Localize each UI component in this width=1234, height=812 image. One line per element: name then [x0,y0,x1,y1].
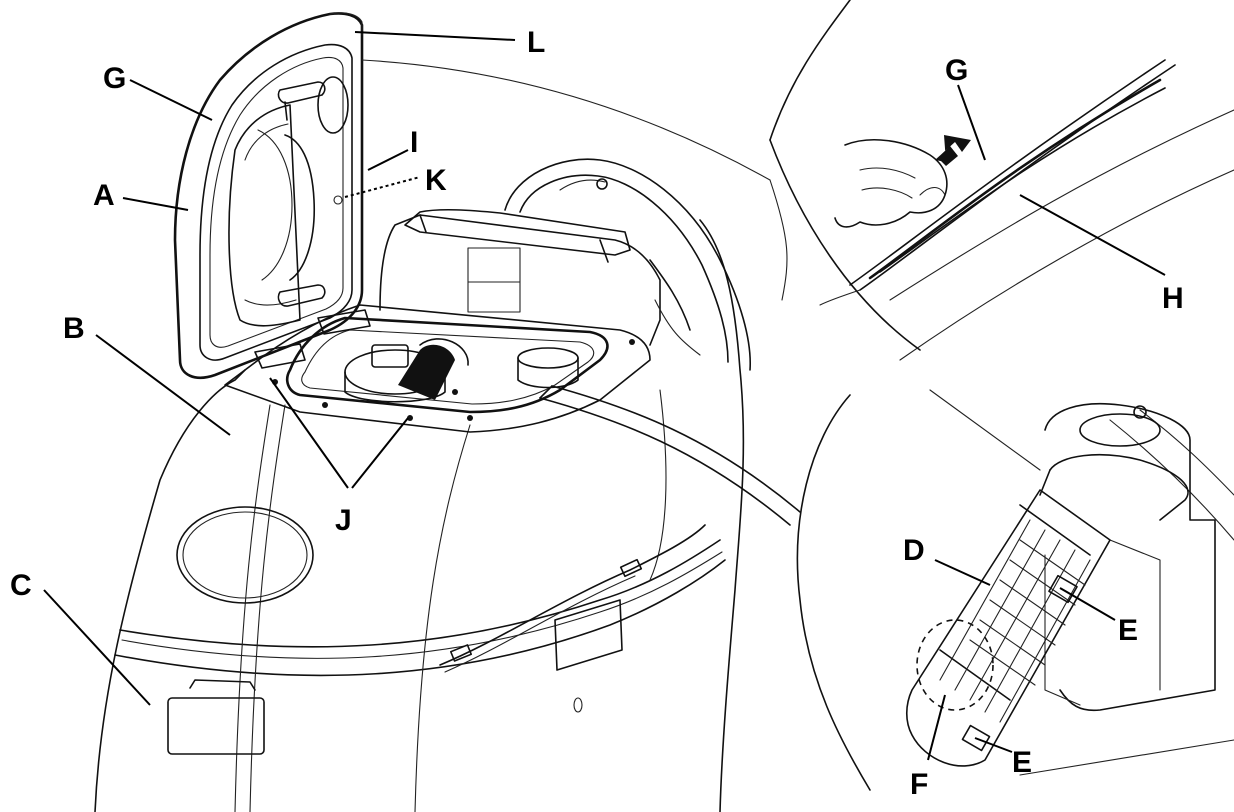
background-lines [361,59,788,301]
label-e-lower: E [1012,746,1032,779]
filter-cartridge-icon [905,489,1111,767]
label-d: D [903,534,925,567]
label-h: H [1162,282,1184,315]
label-g-main: G [103,62,126,95]
hose-ring [504,158,752,371]
open-lid [173,12,364,380]
label-i: I [410,126,418,159]
drain-hose [539,385,801,526]
machine-body [94,219,745,812]
label-g-inset: G [945,54,968,87]
top-deck [224,304,651,433]
label-a: A [93,179,115,212]
rear-tower [379,208,701,356]
callout-labels: L G I K A B C J G H D E E F [10,26,1184,801]
label-f: F [910,768,928,801]
inset-filter-detail [796,389,1234,791]
label-c: C [10,569,32,602]
label-e-upper: E [1118,614,1138,647]
direction-arrow-icon [935,135,971,166]
label-l: L [527,26,545,59]
label-k: K [425,164,447,197]
label-b: B [63,312,85,345]
leader-lines [43,31,1166,761]
inset-seal-detail [769,0,1234,361]
hand-icon [834,139,948,228]
label-j: J [335,504,352,537]
